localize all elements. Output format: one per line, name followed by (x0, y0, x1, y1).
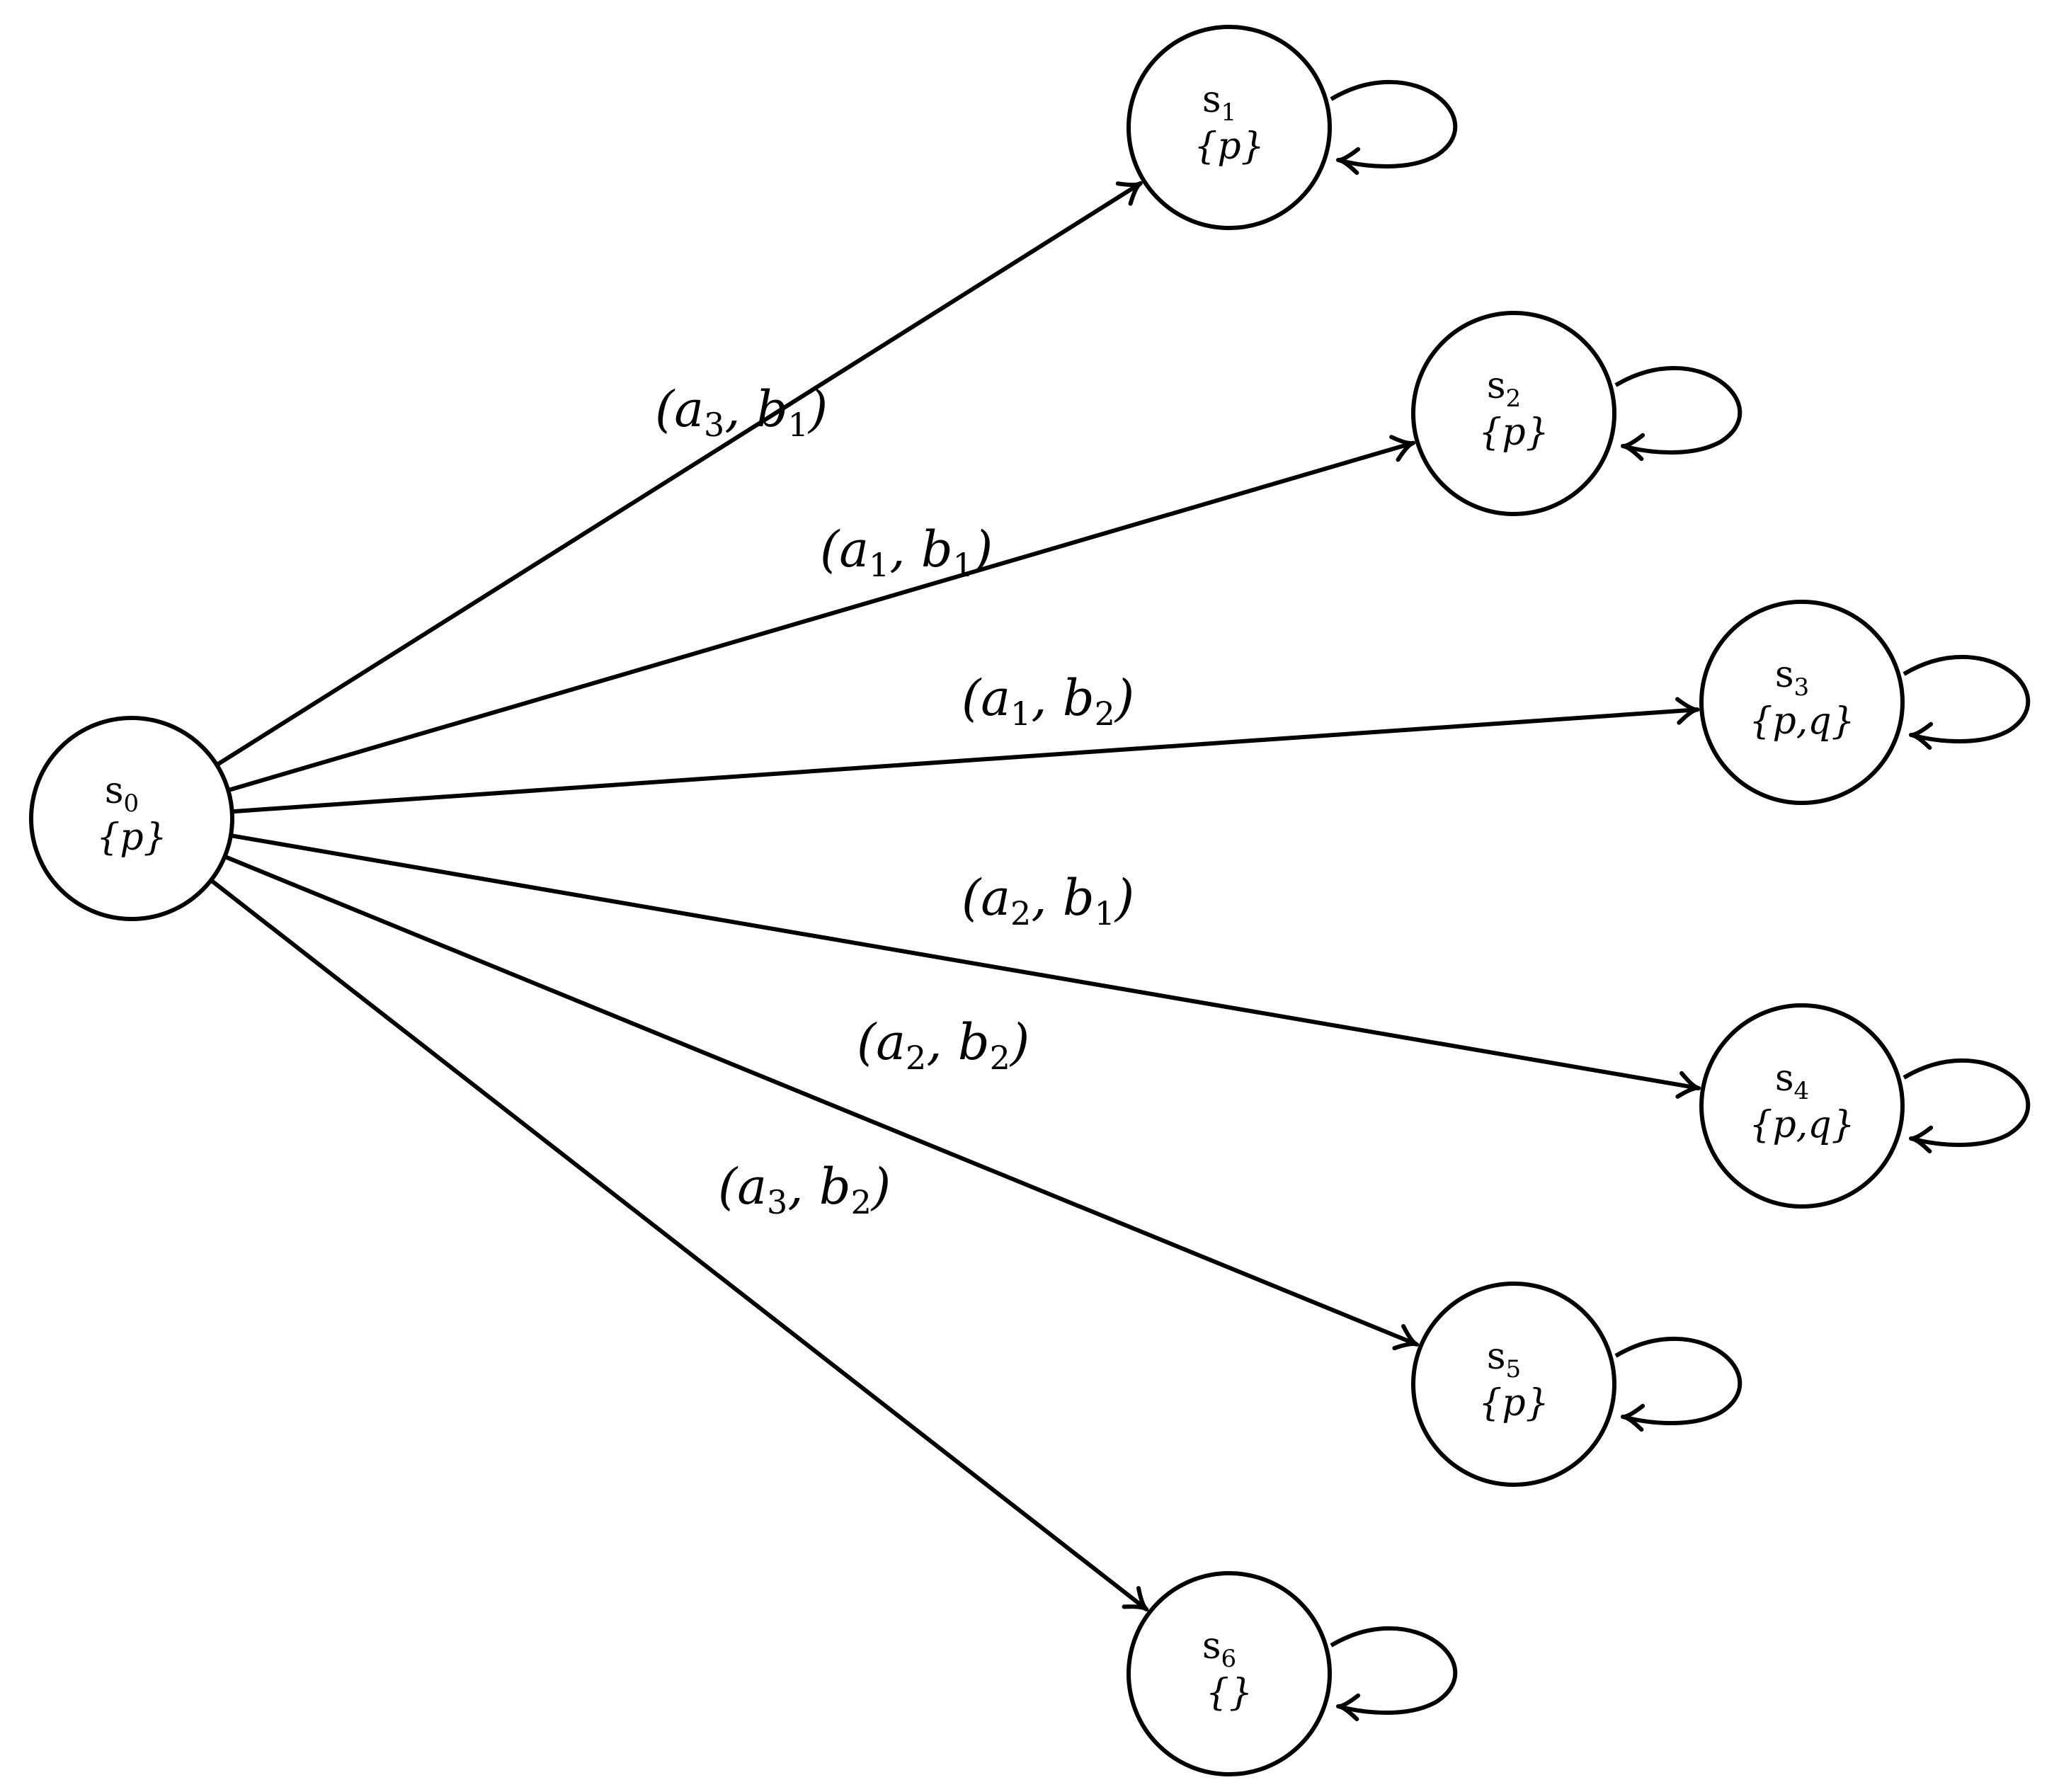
state-circle (1699, 600, 1905, 805)
state-propositions: {p} (96, 816, 166, 859)
transition-s0-s2 (227, 440, 1414, 792)
state-circle (1699, 1003, 1905, 1209)
state-s5: s5{p} (1411, 1282, 1616, 1487)
self-loop-s4 (1903, 1058, 2031, 1147)
state-propositions: {p} (1478, 1382, 1548, 1425)
transition-label-s2: (a1, b1) (820, 520, 993, 584)
self-loop-s2 (1614, 365, 1743, 455)
transition-s0-s4 (230, 833, 1699, 1090)
state-s1: s1{p} (1127, 25, 1332, 230)
state-s4: s4{p,q} (1699, 1003, 1905, 1209)
transition-s0-s6 (210, 878, 1148, 1611)
state-propositions: {p,q} (1749, 700, 1854, 743)
states-layer: s0{p}s1{p}s2{p}s3{p,q}s4{p,q}s5{p}s6{} (29, 25, 1905, 1776)
arrow-head-s3 (1675, 697, 1700, 725)
state-name: s5 (1487, 1335, 1521, 1383)
edge-labels-layer: (a3, b1) (a1, b1) (a1, b2) (a2, b1) (a2, b2)… (655, 380, 1134, 1221)
self-loop-arrow-s2 (1621, 433, 1646, 462)
state-s0: s0{p} (29, 716, 234, 921)
self-loop-arrow-s4 (1909, 1125, 1934, 1154)
arrow-head-s6 (1122, 1586, 1149, 1611)
transition-s0-s5 (224, 855, 1418, 1347)
state-name: s3 (1775, 654, 1809, 702)
state-name: s6 (1202, 1625, 1236, 1673)
self-loops-layer (1330, 79, 2031, 1722)
transition-label-s5: (a2, b2) (857, 1013, 1030, 1077)
transition-label-s3: (a1, b2) (962, 669, 1134, 733)
state-name: s1 (1202, 79, 1236, 127)
state-propositions: {} (1206, 1672, 1253, 1714)
self-loop-arrow-s3 (1909, 721, 1934, 751)
edges-layer (210, 181, 1701, 1611)
self-loop-arrow-s1 (1336, 147, 1361, 176)
state-name: s2 (1487, 365, 1521, 413)
transition-label-s4: (a2, b1) (962, 869, 1134, 932)
arrow-head-s2 (1389, 435, 1415, 462)
arrow-head-s1 (1115, 181, 1143, 206)
state-s6: s6{} (1127, 1571, 1332, 1776)
transition-s0-s3 (232, 707, 1698, 814)
state-name: s0 (105, 770, 139, 818)
transition-s0-s1 (215, 181, 1142, 767)
state-circle (29, 716, 234, 921)
state-circle (1411, 311, 1616, 516)
self-loop-arrow-s5 (1621, 1403, 1646, 1432)
state-s2: s2{p} (1411, 311, 1616, 516)
transition-label-s1: (a3, b1) (655, 380, 828, 444)
state-circle (1127, 1571, 1332, 1776)
transition-label-s6: (a3, b2) (718, 1158, 891, 1221)
self-loop-s1 (1330, 79, 1458, 169)
state-s3: s3{p,q} (1699, 600, 1905, 805)
self-loop-arrow-s6 (1336, 1693, 1361, 1722)
state-circle (1411, 1282, 1616, 1487)
state-name: s4 (1775, 1057, 1809, 1105)
state-circle (1127, 25, 1332, 230)
self-loop-s5 (1614, 1336, 1743, 1425)
self-loop-s3 (1903, 654, 2031, 743)
state-propositions: {p,q} (1749, 1104, 1854, 1146)
arrow-head-s4 (1675, 1071, 1701, 1099)
state-propositions: {p} (1194, 125, 1264, 168)
state-propositions: {p} (1478, 411, 1548, 454)
arrow-head-s5 (1392, 1324, 1419, 1351)
self-loop-s6 (1330, 1626, 1458, 1715)
